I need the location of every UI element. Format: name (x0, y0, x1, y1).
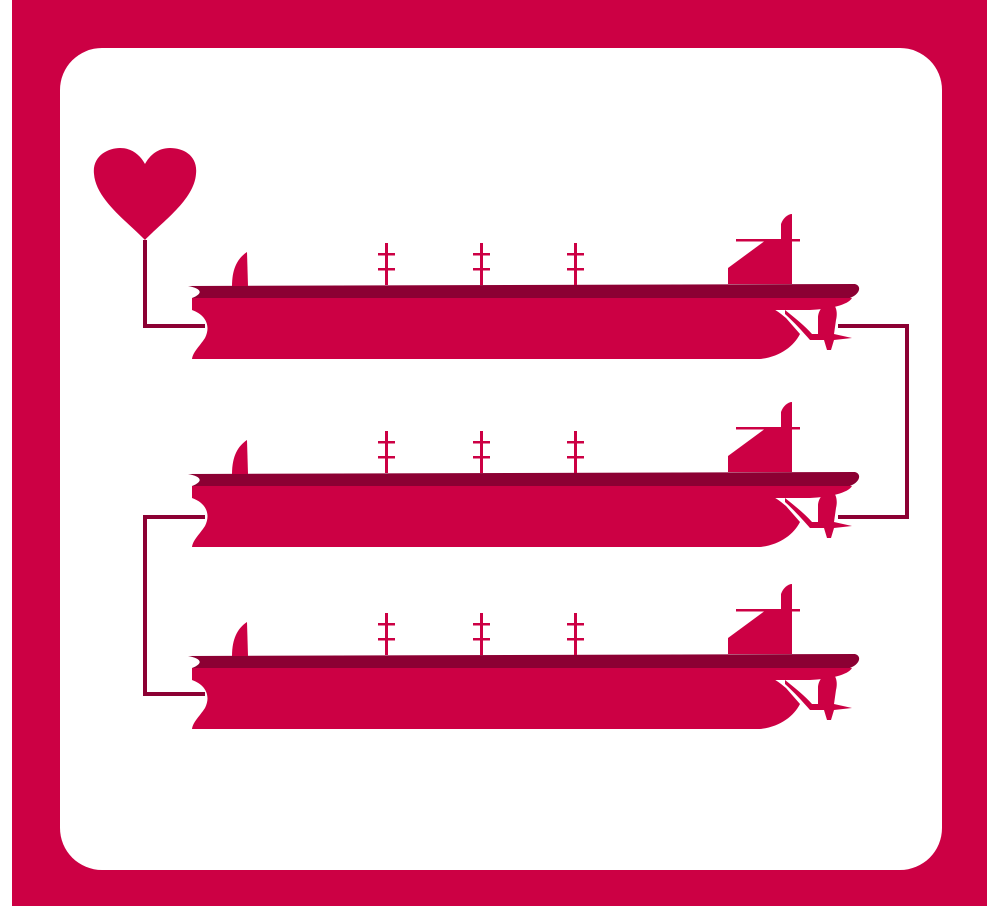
tanker-heart-illustration: #tanker .deck{fill:#8c0033;}#tanker path… (0, 0, 997, 906)
illustration-frame: #tanker .deck{fill:#8c0033;}#tanker path… (0, 0, 997, 906)
